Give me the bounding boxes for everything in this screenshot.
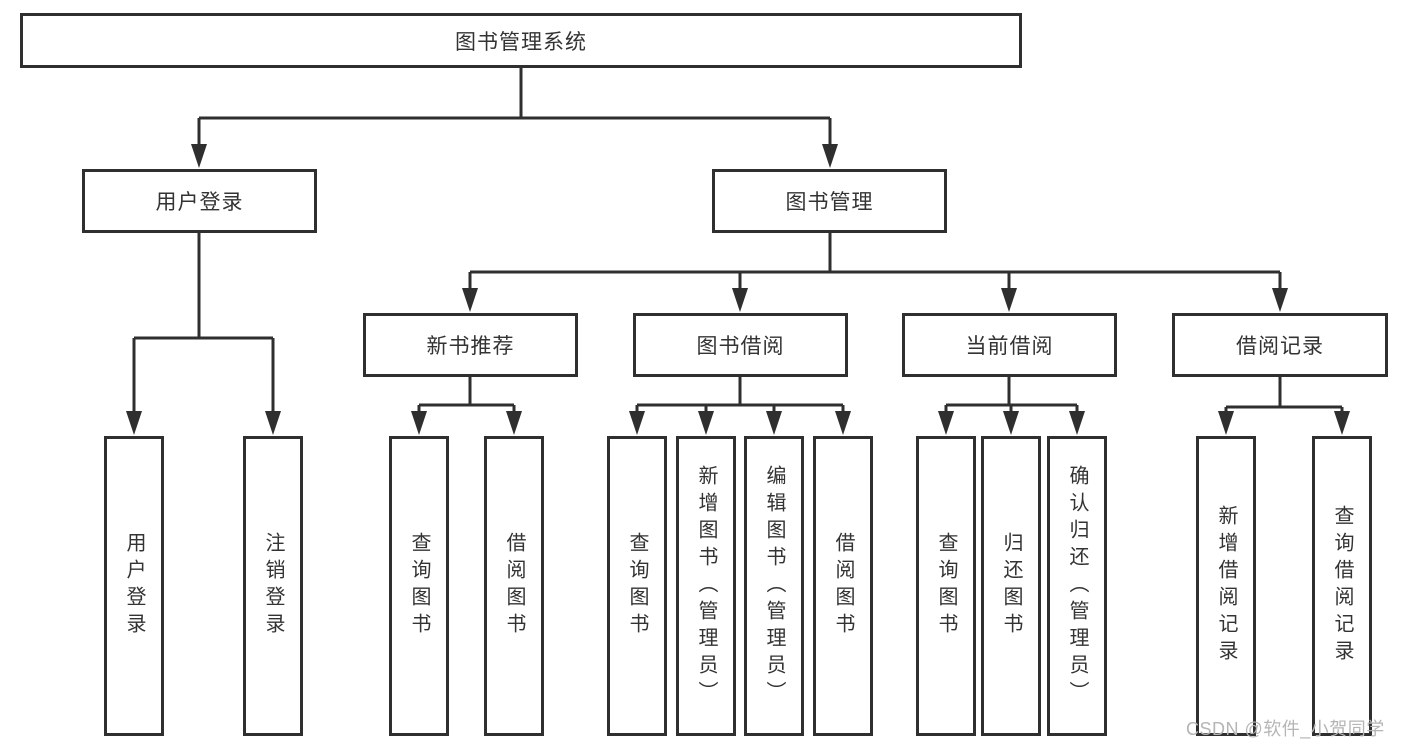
node-book-borrowing-label: 图书借阅 <box>696 335 785 358</box>
leaf-borrow-books-borrowing-label: 借阅图书 <box>832 532 854 640</box>
leaf-user-login: 用户登录 <box>104 436 164 736</box>
leaf-query-books-current-label: 查询图书 <box>935 532 957 640</box>
leaf-query-borrow-record: 查询借阅记录 <box>1312 436 1372 736</box>
leaf-user-login-label: 用户登录 <box>123 532 145 640</box>
leaf-query-books-recommend-label: 查询图书 <box>408 532 430 640</box>
node-current-borrowing-label: 当前借阅 <box>965 335 1054 358</box>
leaf-edit-books-admin: 编辑图书（管理员） <box>744 436 804 736</box>
leaf-logout-label: 注销登录 <box>262 532 284 640</box>
node-borrowing-records-label: 借阅记录 <box>1236 335 1324 358</box>
node-new-book-recommend: 新书推荐 <box>363 313 578 377</box>
leaf-return-books: 归还图书 <box>981 436 1041 736</box>
leaf-borrow-books-borrowing: 借阅图书 <box>813 436 873 736</box>
leaf-logout: 注销登录 <box>243 436 303 736</box>
leaf-add-books-admin-label: 新增图书（管理员） <box>695 464 717 708</box>
leaf-query-books-current: 查询图书 <box>916 436 976 736</box>
node-user-login-label: 用户登录 <box>155 191 244 214</box>
connector-new-book-recommend <box>417 377 516 414</box>
node-current-borrowing: 当前借阅 <box>902 313 1117 377</box>
leaf-borrow-books-recommend-label: 借阅图书 <box>503 532 525 640</box>
connector-current-borrowing <box>944 377 1079 414</box>
leaf-borrow-books-recommend: 借阅图书 <box>484 436 544 736</box>
connector-root <box>197 68 832 147</box>
connector-user-login <box>132 233 275 414</box>
leaf-add-borrow-record-label: 新增借阅记录 <box>1215 505 1237 667</box>
node-book-borrowing: 图书借阅 <box>633 313 848 377</box>
node-root: 图书管理系统 <box>20 13 1022 68</box>
leaf-add-borrow-record: 新增借阅记录 <box>1196 436 1256 736</box>
connector-book-management <box>468 233 1282 291</box>
leaf-query-books-borrowing: 查询图书 <box>607 436 667 736</box>
node-new-book-recommend-label: 新书推荐 <box>426 335 515 358</box>
node-book-management-label: 图书管理 <box>785 191 874 214</box>
leaf-confirm-return-admin: 确认归还（管理员） <box>1047 436 1107 736</box>
connector-borrowing-records <box>1224 377 1344 414</box>
leaf-query-books-borrowing-label: 查询图书 <box>626 532 648 640</box>
leaf-confirm-return-admin-label: 确认归还（管理员） <box>1066 464 1088 708</box>
csdn-watermark: CSDN @软件_小贺同学 <box>1186 719 1385 739</box>
node-user-login: 用户登录 <box>82 169 317 233</box>
leaf-query-borrow-record-label: 查询借阅记录 <box>1331 505 1353 667</box>
leaf-edit-books-admin-label: 编辑图书（管理员） <box>763 464 785 708</box>
leaf-query-books-recommend: 查询图书 <box>389 436 449 736</box>
node-book-management: 图书管理 <box>712 169 947 233</box>
connector-book-borrowing <box>635 377 845 414</box>
leaf-return-books-label: 归还图书 <box>1000 532 1022 640</box>
node-borrowing-records: 借阅记录 <box>1172 313 1388 377</box>
leaf-add-books-admin: 新增图书（管理员） <box>676 436 736 736</box>
node-root-label: 图书管理系统 <box>455 30 587 54</box>
